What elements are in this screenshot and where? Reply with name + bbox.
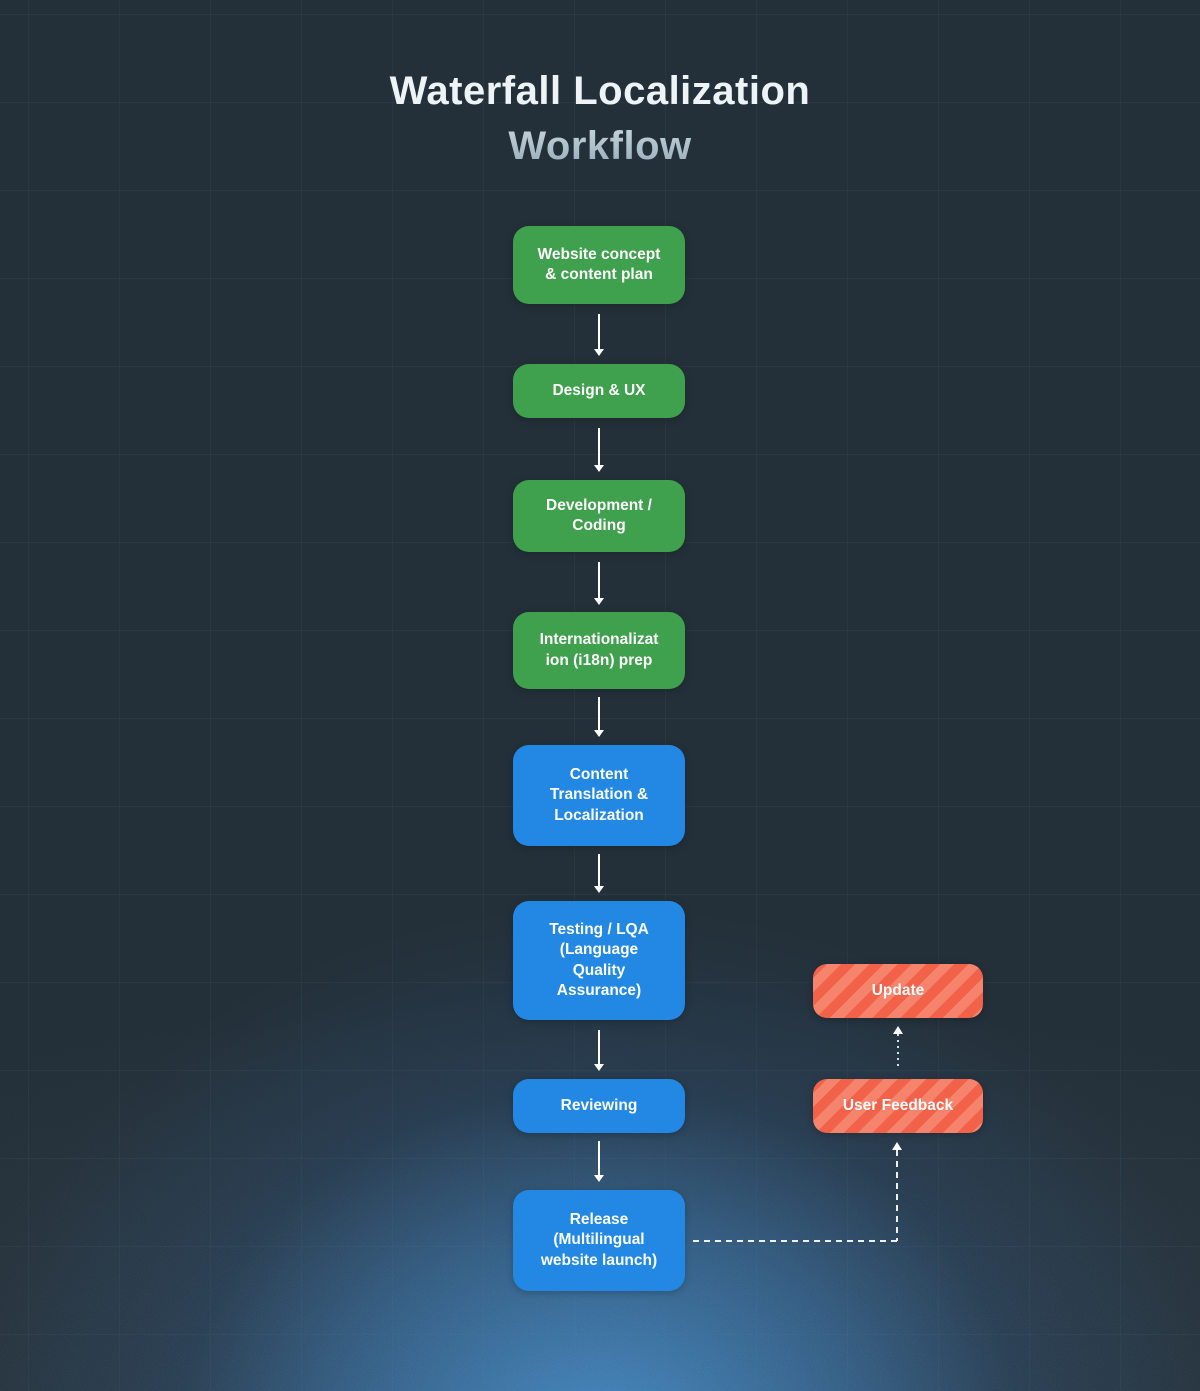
down-arrow-icon — [591, 1141, 607, 1182]
feedback-connector-user-feedback-to-update — [897, 1034, 899, 1068]
down-arrow-icon — [591, 314, 607, 356]
flow-node-reviewing: Reviewing — [513, 1079, 685, 1133]
flow-node-label: Website concept & content plan — [537, 245, 661, 284]
flow-node-label: Content Translation & Localization — [549, 765, 649, 824]
up-arrow-icon — [893, 1026, 903, 1034]
down-arrow-icon — [591, 1030, 607, 1071]
flow-node-i18n-prep: Internationalizat ion (i18n) prep — [513, 612, 685, 689]
flow-node-label: Development / Coding — [546, 496, 652, 535]
flow-node-label: Release (Multilingual website launch) — [540, 1210, 658, 1269]
flow-node-label: User Feedback — [842, 1096, 954, 1114]
diagram-title-line2: Workflow — [0, 119, 1200, 174]
flow-node-website-concept: Website concept & content plan — [513, 226, 685, 304]
flow-node-release: Release (Multilingual website launch) — [513, 1190, 685, 1291]
flow-node-content-translation: Content Translation & Localization — [513, 745, 685, 846]
down-arrow-icon — [591, 854, 607, 893]
flow-node-label: Update — [871, 981, 925, 999]
down-arrow-icon — [591, 697, 607, 737]
feedback-connector-release-to-user-feedback-vertical — [896, 1150, 898, 1241]
down-arrow-icon — [591, 562, 607, 605]
feedback-node-user-feedback: User Feedback — [813, 1079, 983, 1133]
flow-node-label: Reviewing — [560, 1096, 638, 1114]
up-arrow-icon — [892, 1142, 902, 1150]
feedback-connector-release-to-user-feedback-horizontal — [693, 1240, 898, 1242]
flow-node-label: Design & UX — [552, 381, 646, 399]
flow-node-label: Internationalizat ion (i18n) prep — [539, 631, 659, 669]
diagram-title: Waterfall Localization Workflow — [0, 64, 1200, 174]
diagram-title-line1: Waterfall Localization — [389, 69, 811, 113]
down-arrow-icon — [591, 428, 607, 472]
flow-node-label: Testing / LQA (Language Quality Assuranc… — [549, 920, 649, 1000]
flow-node-development-coding: Development / Coding — [513, 480, 685, 552]
feedback-node-update: Update — [813, 964, 983, 1018]
flow-node-design-ux: Design & UX — [513, 364, 685, 418]
flow-node-testing-lqa: Testing / LQA (Language Quality Assuranc… — [513, 901, 685, 1020]
